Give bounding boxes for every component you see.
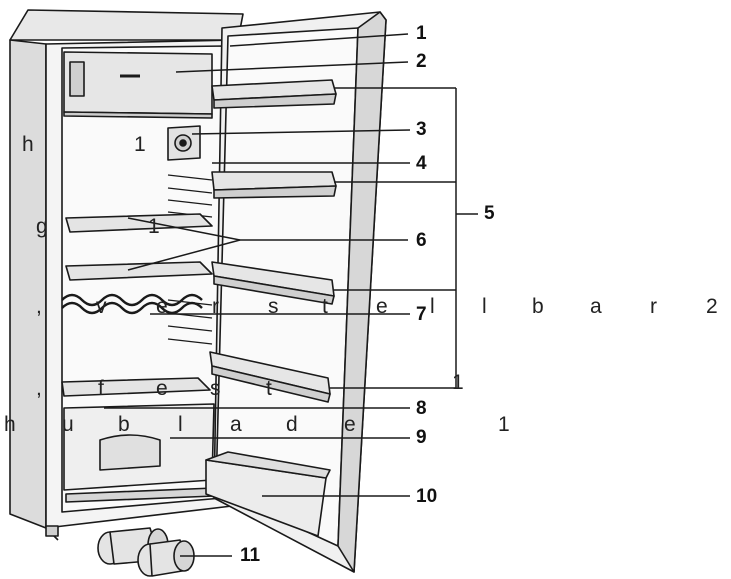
callout-4: 4 (416, 153, 427, 174)
callout-1: 1 (416, 23, 427, 44)
stray-row7-0: , (36, 295, 42, 318)
callout-9: 9 (416, 427, 427, 448)
stray-row7-8: l (482, 295, 487, 318)
freezer-compartment (63, 51, 213, 115)
stray-row7-12: 2 (706, 295, 718, 318)
callout-10: 10 (416, 486, 438, 507)
callout-8: 8 (416, 398, 427, 419)
stray-row7-1: v (96, 295, 107, 318)
stray-row7-11: r (650, 295, 657, 318)
door-edge (337, 11, 387, 573)
stray-h: h (22, 133, 34, 156)
stray-fest-4: t (266, 377, 272, 400)
stray-1-top: 1 (134, 133, 146, 156)
stray-row7-5: t (322, 295, 328, 318)
stray-row7-6: e (376, 295, 388, 318)
stray-row7-3: r (212, 295, 219, 318)
stray-hub-1: u (62, 413, 74, 436)
freezer-door-latch (69, 61, 85, 97)
stray-hub-7: 1 (498, 413, 510, 436)
callout-7: 7 (416, 304, 427, 325)
leader-6b (127, 239, 241, 271)
stray-fest-2: e (156, 377, 168, 400)
stray-hub-3: l (178, 413, 183, 436)
stray-hub-4: a (230, 413, 242, 436)
stray-1-g: 1 (148, 215, 160, 238)
cabinet-top (9, 9, 244, 41)
stray-hub-2: b (118, 413, 130, 436)
stray-fest-5: 1 (452, 371, 464, 394)
stray-fest-0: , (36, 377, 42, 400)
leader-2 (175, 61, 409, 73)
stray-row7-4: s (268, 295, 279, 318)
stray-fest-3: s (210, 377, 221, 400)
stray-hub-6: e (344, 413, 356, 436)
bottle-rack (61, 293, 203, 307)
callout-3: 3 (416, 119, 427, 140)
stray-fest-1: f (98, 377, 104, 400)
callout-5: 5 (484, 203, 495, 224)
stray-row7-7: l (430, 295, 435, 318)
stray-row7-10: a (590, 295, 602, 318)
stray-g: g (36, 215, 48, 238)
leader-3 (191, 129, 411, 135)
callout-2: 2 (416, 51, 427, 72)
callout-6: 6 (416, 230, 427, 251)
stray-row7-2: e (156, 295, 168, 318)
egg-rollers (97, 527, 195, 577)
stray-hub-0: h (4, 413, 16, 436)
leader-6a (127, 217, 241, 241)
crisper-cover-shelf (61, 377, 211, 397)
callout-11: 11 (240, 545, 261, 566)
stray-hub-5: d (286, 413, 298, 436)
leader-1 (229, 33, 409, 47)
stray-row7-9: b (532, 295, 544, 318)
cabinet-foot (45, 525, 59, 537)
cabinet-left-side (9, 39, 47, 529)
